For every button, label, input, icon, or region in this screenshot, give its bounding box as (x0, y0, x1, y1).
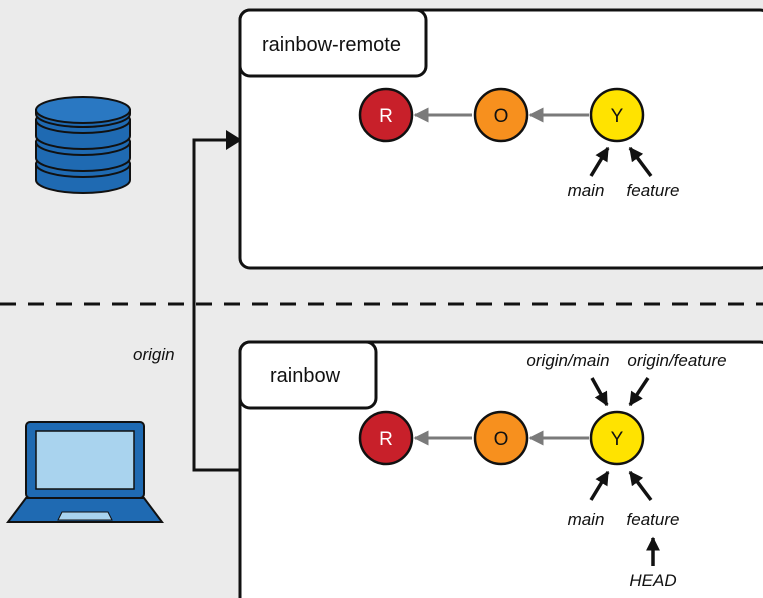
remote-main-ref: main (568, 181, 605, 200)
local-feature-pointer (628, 470, 653, 502)
local-commit-y (589, 410, 645, 466)
origin-label: origin (133, 345, 175, 364)
remote-commit-o (473, 87, 529, 143)
database-icon (35, 96, 131, 194)
remote-commit-y-label: Y (611, 106, 624, 127)
local-origin-feature-ref: origin/feature (627, 351, 726, 370)
origin-connection-arrowhead (226, 130, 242, 150)
local-main-pointer (589, 470, 610, 501)
local-repo-name: rainbow (270, 365, 341, 387)
local-commit-graph: R O Y origin/main origin/feature main fe… (358, 351, 727, 590)
local-commit-r (358, 410, 414, 466)
local-commit-y-label: Y (611, 429, 624, 450)
remote-main-pointer (589, 146, 610, 177)
remote-commit-r (358, 87, 414, 143)
remote-commit-y (589, 87, 645, 143)
remote-feature-ref: feature (627, 181, 680, 200)
laptop-icon (6, 421, 164, 523)
local-origin-main-ref: origin/main (526, 351, 609, 370)
remote-commit-r-label: R (379, 106, 393, 127)
remote-commit-graph: R O Y main feature (358, 87, 680, 200)
local-commit-o-label: O (494, 429, 509, 450)
local-feature-ref: feature (627, 510, 680, 529)
remote-commit-o-label: O (494, 106, 509, 127)
local-commit-o (473, 410, 529, 466)
local-origin-feature-pointer (628, 377, 650, 407)
origin-connection-line (192, 138, 240, 472)
remote-repo-name: rainbow-remote (262, 34, 401, 56)
local-commit-r-label: R (379, 429, 393, 450)
remote-feature-pointer (628, 146, 653, 178)
local-head-ref: HEAD (629, 571, 676, 590)
local-origin-main-pointer (590, 377, 609, 407)
local-repo-box: rainbow (238, 340, 763, 598)
local-main-ref: main (568, 510, 605, 529)
